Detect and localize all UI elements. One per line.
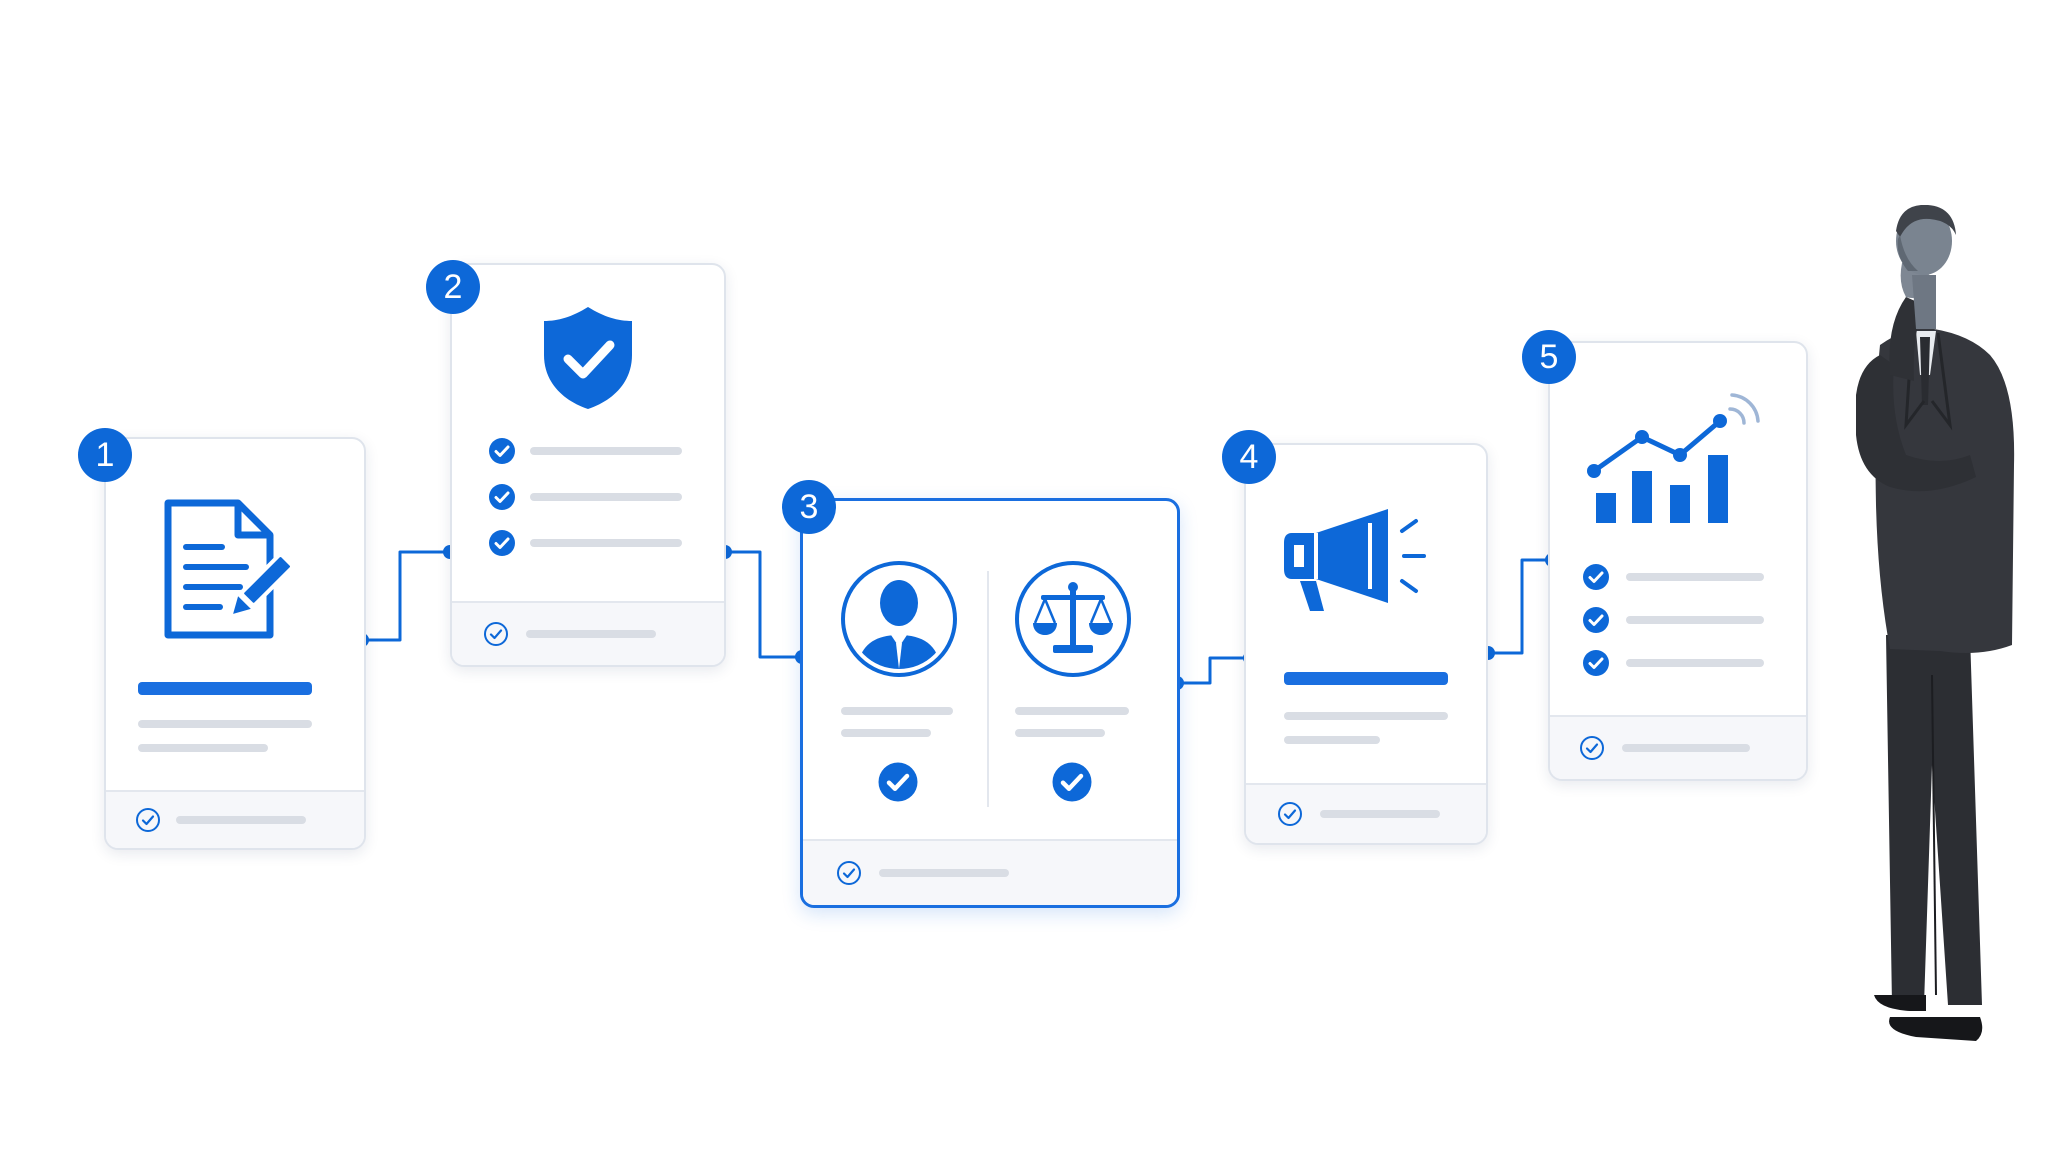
step-5-card <box>1548 341 1808 781</box>
step-1-badge: 1 <box>78 428 132 482</box>
check-circle-outline-icon <box>1578 734 1606 762</box>
title-bar <box>138 682 312 695</box>
footer-text-line <box>1622 744 1750 752</box>
text-line <box>138 744 268 752</box>
person-icon <box>839 559 959 679</box>
title-bar <box>1284 672 1448 685</box>
step-3-badge: 3 <box>782 480 836 534</box>
connector-2-3 <box>725 550 802 659</box>
connector-1-2 <box>362 550 450 642</box>
text-line <box>1626 573 1764 581</box>
step-4-badge: 4 <box>1222 430 1276 484</box>
shield-check-icon <box>540 303 636 411</box>
card-footer <box>1246 783 1486 843</box>
connector-3-4 <box>1177 656 1250 685</box>
card-footer <box>1550 715 1806 779</box>
card-footer <box>106 790 364 848</box>
check-icon <box>1582 606 1610 634</box>
card-footer <box>452 601 724 665</box>
text-line <box>1284 736 1380 744</box>
check-circle-outline-icon <box>1276 800 1304 828</box>
text-line <box>1015 707 1129 715</box>
footer-text-line <box>879 869 1009 877</box>
thinking-businessman-figure <box>1820 205 2040 1055</box>
card-footer <box>803 839 1177 905</box>
check-icon <box>877 761 919 803</box>
footer-text-line <box>1320 810 1440 818</box>
growth-chart-icon <box>1586 375 1776 525</box>
step-2-badge: 2 <box>426 260 480 314</box>
column-divider <box>987 571 989 807</box>
text-line <box>1626 616 1764 624</box>
text-line <box>530 447 682 455</box>
check-icon <box>1582 649 1610 677</box>
step-4-card <box>1244 443 1488 845</box>
text-line <box>1284 712 1448 720</box>
check-icon <box>488 529 516 557</box>
scales-of-justice-icon <box>1013 559 1133 679</box>
text-line <box>1015 729 1105 737</box>
step-1-card <box>104 437 366 850</box>
footer-text-line <box>526 630 656 638</box>
text-line <box>138 720 312 728</box>
connector-4-5 <box>1488 558 1552 655</box>
step-3-card <box>800 498 1180 908</box>
text-line <box>841 707 953 715</box>
footer-text-line <box>176 816 306 824</box>
check-icon <box>1582 563 1610 591</box>
megaphone-icon <box>1282 505 1442 615</box>
check-icon <box>488 483 516 511</box>
document-edit-icon <box>160 495 300 645</box>
check-circle-outline-icon <box>482 620 510 648</box>
text-line <box>530 539 682 547</box>
step-2-card <box>450 263 726 667</box>
text-line <box>1626 659 1764 667</box>
step-5-badge: 5 <box>1522 330 1576 384</box>
check-circle-outline-icon <box>835 859 863 887</box>
check-circle-outline-icon <box>134 806 162 834</box>
check-icon <box>488 437 516 465</box>
check-icon <box>1051 761 1093 803</box>
text-line <box>530 493 682 501</box>
text-line <box>841 729 931 737</box>
